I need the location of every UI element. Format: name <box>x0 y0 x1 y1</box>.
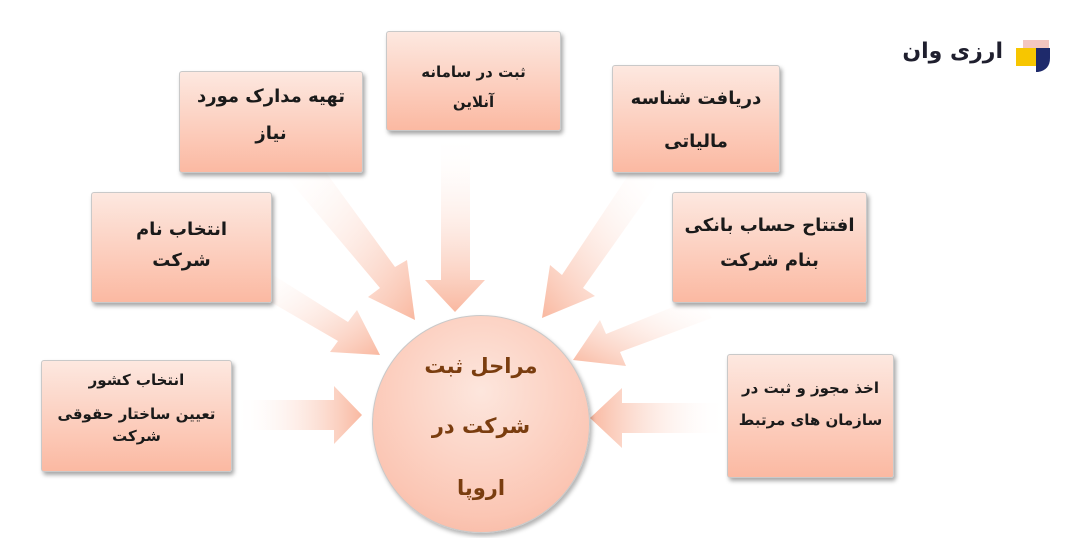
arrow-bank-account <box>573 296 712 366</box>
step-text: افتتاح حساب بانکی <box>684 215 855 236</box>
arrow-licenses <box>590 388 727 448</box>
arrow-tax-id <box>542 168 658 318</box>
center-title-line: اروپا <box>456 476 506 500</box>
step-text: اخذ مجوز و ثبت در <box>742 379 879 397</box>
arrow-choose-name <box>250 268 380 355</box>
step-text: انتخاب کشور <box>88 371 185 389</box>
step-box-licenses: اخذ مجوز و ثبت در سازمان های مرتبط <box>727 354 894 478</box>
step-text: مالیاتی <box>664 131 728 152</box>
center-title-line: شرکت در <box>431 414 531 438</box>
step-box-online-registration: ثبت در سامانه آنلاین <box>386 31 561 131</box>
step-box-bank-account: افتتاح حساب بانکی بنام شرکت <box>672 192 867 303</box>
step-text: سازمان های مرتبط <box>738 411 883 429</box>
step-text: تهیه مدارک مورد <box>197 86 345 107</box>
step-text: ثبت در سامانه <box>421 63 526 81</box>
step-box-preparing-documents: تهیه مدارک مورد نیاز <box>179 71 363 173</box>
center-title-line: مراحل ثبت <box>424 354 538 378</box>
step-text: شرکت <box>112 427 161 445</box>
arrow-online-registration <box>425 133 485 312</box>
step-text: دریافت شناسه <box>630 88 762 109</box>
logo: ارزی وان <box>902 36 1055 76</box>
step-box-tax-id: دریافت شناسه مالیاتی <box>612 65 780 173</box>
logo-mark-icon <box>1016 40 1050 72</box>
logo-text: ارزی وان <box>902 39 1003 64</box>
center-circle: مراحل ثبت شرکت در اروپا <box>372 315 590 533</box>
arrow-country-structure <box>234 386 362 444</box>
arrow-preparing-documents <box>283 160 415 320</box>
step-text: بنام شرکت <box>720 250 819 271</box>
step-text: تعیین ساختار حقوقی <box>57 405 216 423</box>
step-text: انتخاب نام <box>135 219 228 240</box>
step-text: آنلاین <box>452 93 495 111</box>
step-box-country-structure: انتخاب کشور تعیین ساختار حقوقی شرکت <box>41 360 232 472</box>
step-text: نیاز <box>255 123 287 144</box>
step-text: شرکت <box>152 250 211 271</box>
step-box-choose-name: انتخاب نام شرکت <box>91 192 272 303</box>
